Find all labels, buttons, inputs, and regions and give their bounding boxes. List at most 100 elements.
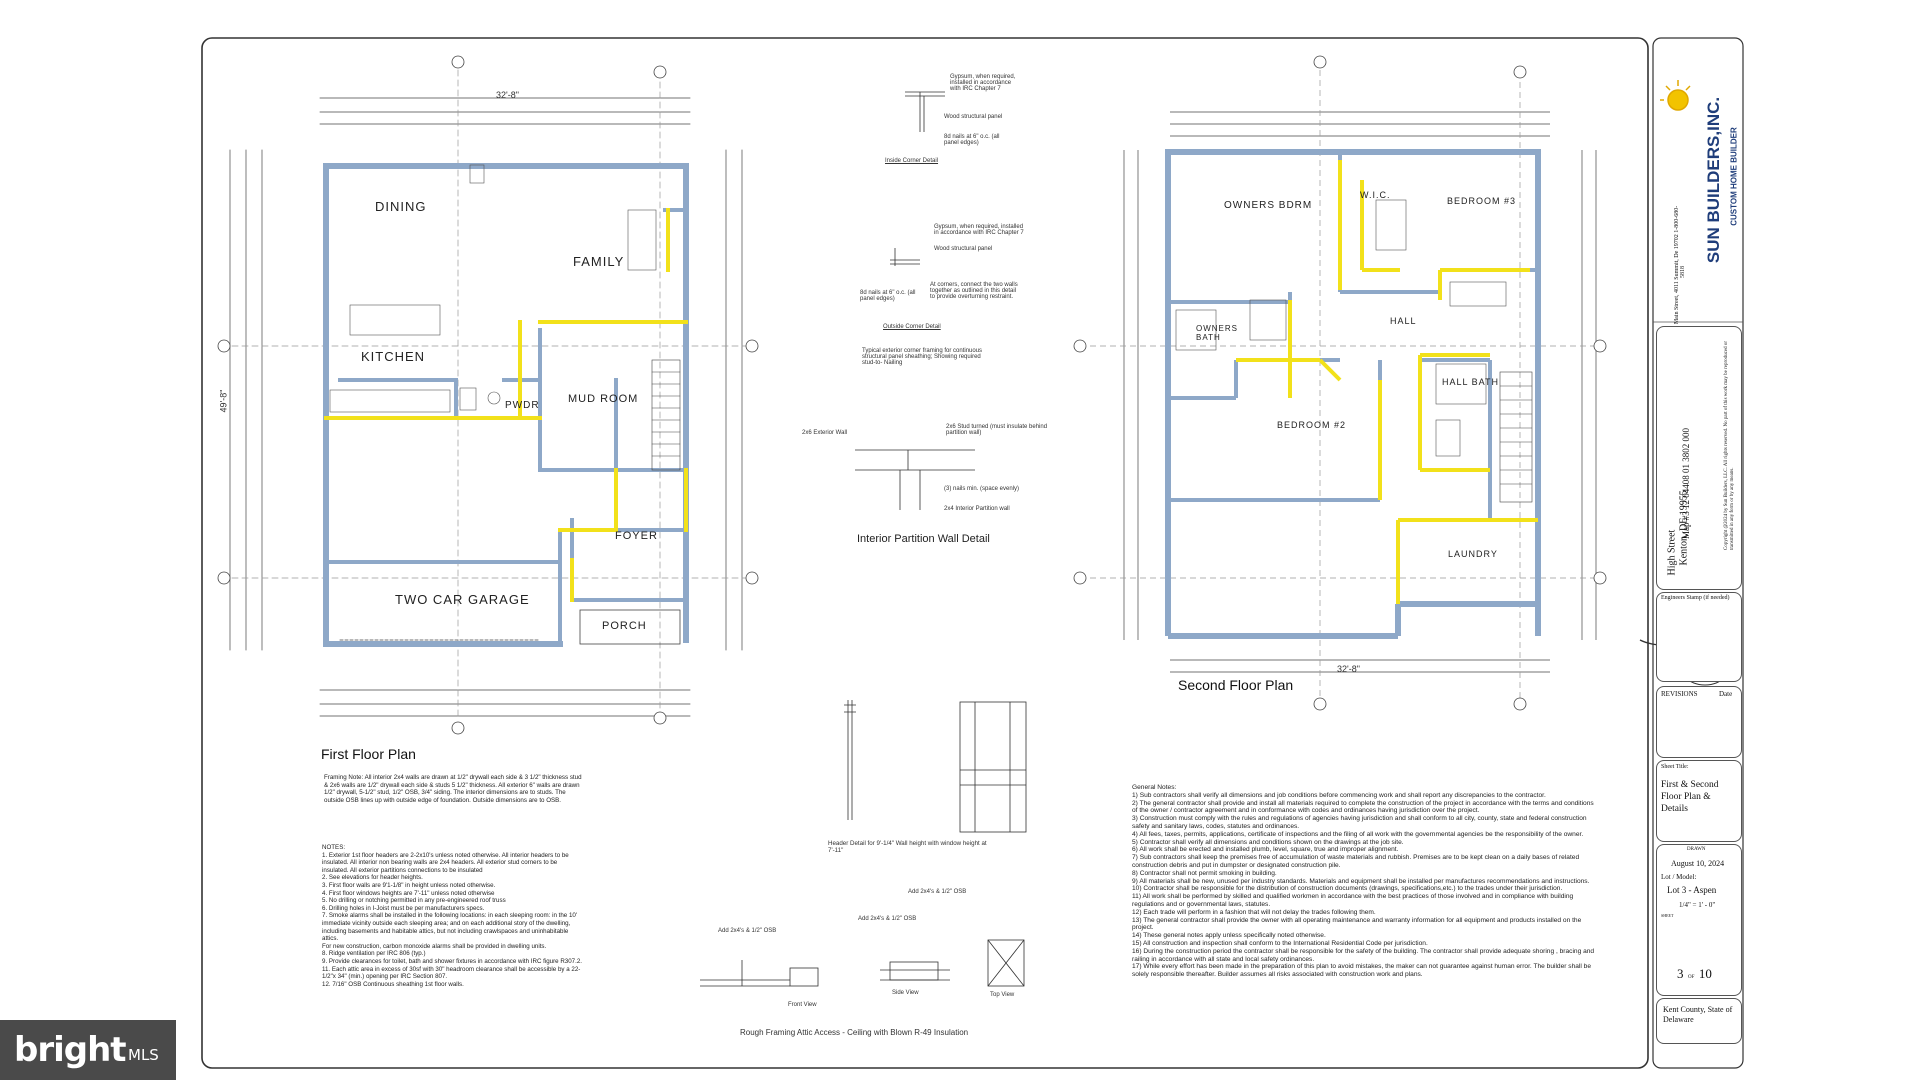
sf-fixtures bbox=[1175, 199, 1507, 457]
second-floor-plan-title: Second Floor Plan bbox=[1178, 677, 1294, 693]
outside-corner-title: Outside Corner Detail bbox=[883, 324, 941, 330]
attic-top-view-label: Top View bbox=[990, 992, 1015, 998]
company-tagline: CUSTOM HOME BUILDER bbox=[1729, 127, 1739, 226]
room-pwdr: PWDR bbox=[505, 400, 540, 411]
mls-logo-text: MLS bbox=[128, 1046, 159, 1064]
county-label: Kent County, State of Delaware bbox=[1663, 1005, 1733, 1024]
drawing-info-box: DRAWN August 10, 2024 Lot / Model: Lot 3… bbox=[1656, 844, 1742, 996]
room-porch: PORCH bbox=[602, 620, 647, 632]
sheet-title: First & Second Floor Plan & Details bbox=[1661, 780, 1719, 814]
partition-note1: 2x6 Exterior Wall bbox=[802, 430, 848, 436]
revisions-box: REVISIONS Date bbox=[1656, 686, 1742, 758]
first-floor-plan-title: First Floor Plan bbox=[321, 746, 416, 762]
sf-dimension-lines bbox=[1080, 60, 1600, 700]
room-family: FAMILY bbox=[573, 254, 625, 269]
room-owners-bdrm: OWNERS BDRM bbox=[1224, 200, 1313, 211]
sheet-total: 10 bbox=[1698, 966, 1712, 981]
ff-fixtures bbox=[329, 164, 657, 413]
ff-dimension-lines bbox=[221, 59, 761, 721]
inside-corner-drawing bbox=[905, 91, 945, 132]
attic-add-note2: Add 2x4's & 1/2" OSB bbox=[858, 916, 917, 922]
ff-headers bbox=[324, 208, 688, 602]
inside-corner-note2: Wood structural panel bbox=[944, 114, 1003, 120]
sheet-border bbox=[201, 37, 1649, 1069]
company-name: SUN BUILDERS,INC. bbox=[1704, 96, 1723, 264]
attic-access-title: Rough Framing Attic Access - Ceiling wit… bbox=[740, 1028, 969, 1037]
sf-overall-width: 32'-8" bbox=[1337, 664, 1360, 674]
outside-corner-note1: Gypsum, when required, installed in acco… bbox=[934, 224, 1024, 236]
company-logo: SUN BUILDERS,INC. CUSTOM HOME BUILDER bbox=[1660, 52, 1740, 312]
outside-corner-note4: 8d nails at 6" o.c. (all panel edges) bbox=[860, 290, 916, 302]
first-floor-notes: NOTES: 1. Exterior 1st floor headers are… bbox=[322, 844, 583, 988]
sheet-number: 3 OF 10 bbox=[1677, 965, 1712, 983]
outside-corner-note3: At corners, connect the two walls togeth… bbox=[930, 282, 1018, 300]
partition-note3: (3) nails min. (space evenly) bbox=[944, 486, 1020, 492]
ff-grid-bubbles bbox=[217, 55, 759, 735]
ff-garage-porch bbox=[339, 609, 681, 645]
outside-corner-note2: Wood structural panel bbox=[934, 246, 993, 252]
room-bedroom3: BEDROOM #3 bbox=[1447, 196, 1517, 206]
sf-exterior-walls bbox=[1165, 149, 1541, 639]
outside-corner-drawing bbox=[890, 248, 920, 266]
sheet-title-box: Sheet Title: First & Second Floor Plan &… bbox=[1656, 760, 1742, 842]
exterior-framing-note: Typical exterior corner framing for cont… bbox=[862, 348, 983, 366]
project-street: High Street bbox=[1666, 529, 1678, 576]
bright-mls-watermark: bright MLS bbox=[0, 1020, 176, 1080]
room-foyer: FOYER bbox=[615, 530, 658, 542]
header-detail-note: Header Detail for 9'-1/4" Wall height wi… bbox=[828, 840, 987, 854]
revisions-label: REVISIONS bbox=[1661, 690, 1698, 698]
attic-front-view bbox=[700, 960, 790, 987]
county-box: Kent County, State of Delaware bbox=[1656, 998, 1742, 1044]
ff-stairs bbox=[651, 359, 681, 471]
engineer-stamp-label: Engineers Stamp (if needed) bbox=[1661, 595, 1730, 601]
sf-stairs bbox=[1499, 371, 1533, 503]
lot-model: Lot 3 - Aspen bbox=[1667, 885, 1717, 895]
room-owners-bath: OWNERS BATH bbox=[1196, 324, 1238, 342]
room-hall-bath: HALL BATH bbox=[1442, 377, 1500, 387]
attic-side-view bbox=[880, 969, 950, 981]
sf-headers bbox=[1236, 160, 1538, 604]
room-laundry: LAUNDRY bbox=[1448, 549, 1498, 559]
copyright-note: Copyright @2024 by Sun Builders, LLC. Al… bbox=[1724, 340, 1735, 550]
wall-frame-drawing bbox=[959, 701, 1027, 833]
room-mud-room: MUD ROOM bbox=[568, 393, 639, 405]
attic-top-view bbox=[987, 939, 1025, 987]
ff-overall-depth: 49'-8" bbox=[218, 389, 229, 413]
room-wic: W.I.C. bbox=[1360, 190, 1391, 200]
sheet-num: 3 bbox=[1677, 966, 1684, 981]
interior-partition-title: Interior Partition Wall Detail bbox=[857, 533, 990, 545]
attic-add-note1: Add 2x4's & 1/2" OSB bbox=[718, 928, 777, 934]
partition-note4: 2x4 Interior Partition wall bbox=[944, 506, 1010, 512]
framing-note: Framing Note: All interior 2x4 walls are… bbox=[324, 774, 584, 804]
attic-add-note3: Add 2x4's & 1/2" OSB bbox=[908, 889, 967, 895]
room-garage: TWO CAR GARAGE bbox=[395, 592, 530, 607]
drawn-label: DRAWN bbox=[1687, 847, 1706, 852]
sheet-label: SHEET bbox=[1661, 913, 1674, 918]
ff-overall-width: 32'-8" bbox=[496, 90, 519, 100]
attic-front-view-label: Front View bbox=[788, 1002, 817, 1008]
room-hall: HALL bbox=[1390, 316, 1417, 326]
room-dining: DINING bbox=[375, 199, 427, 214]
attic-side-view-label: Side View bbox=[892, 990, 919, 996]
engineer-stamp-box: Engineers Stamp (if needed) bbox=[1656, 592, 1742, 682]
ff-interior-walls bbox=[324, 208, 688, 646]
partition-drawing bbox=[855, 449, 975, 510]
drawing-date: August 10, 2024 bbox=[1671, 859, 1725, 868]
sf-grid-bubbles bbox=[1073, 55, 1607, 711]
sun-logo-icon bbox=[1660, 80, 1691, 111]
first-floor-plan bbox=[217, 55, 761, 735]
title-block-border bbox=[1652, 37, 1744, 1069]
second-floor-plan bbox=[1073, 55, 1607, 711]
company-address: 40 E. Main Street, 4011 Summit, De 19702… bbox=[1674, 205, 1686, 339]
project-map: Map #3 12 04408 01 3802 000 bbox=[1681, 428, 1691, 539]
project-address-box: High Street Kenton, DE 19955 Map #3 12 0… bbox=[1656, 326, 1742, 590]
revisions-date-label: Date bbox=[1719, 690, 1733, 698]
bright-logo-text: bright bbox=[14, 1030, 127, 1070]
inside-corner-note3: 8d nails at 6" o.c. (all panel edges) bbox=[944, 134, 1000, 146]
partition-note2: 2x6 Stud turned (must insulate behind pa… bbox=[946, 424, 1048, 436]
drawing-scale: 1/4" = 1' - 0" bbox=[1679, 901, 1716, 909]
sheet-of: OF bbox=[1687, 975, 1695, 980]
inside-corner-title: Inside Corner Detail bbox=[885, 158, 939, 164]
inside-corner-note1: Gypsum, when required, installed in acco… bbox=[950, 74, 1016, 92]
